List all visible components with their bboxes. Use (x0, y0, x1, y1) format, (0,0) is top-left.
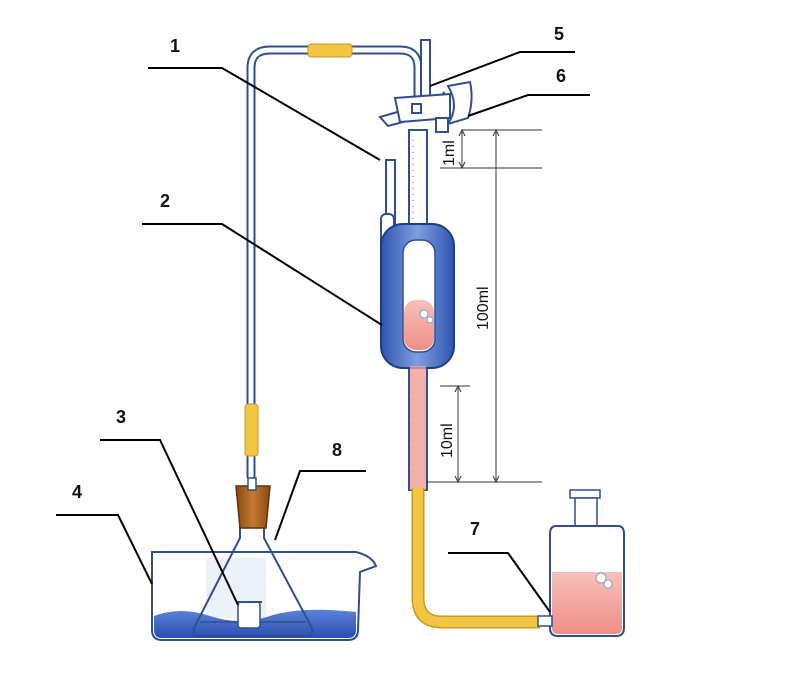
dimension-lines (426, 128, 542, 484)
sample-vial (236, 601, 262, 629)
stopcock (378, 39, 473, 133)
rubber-tube (411, 488, 540, 629)
callout-7: 7 (470, 519, 480, 539)
dim-label-100ml: 100ml (475, 286, 492, 330)
callout-8: 8 (332, 440, 342, 460)
callout-leaders (56, 51, 590, 613)
dim-label-1ml: 1ml (441, 140, 458, 166)
flask-tube-end (247, 477, 257, 491)
water-jacket (380, 223, 455, 369)
leveling-bottle (537, 489, 625, 637)
callout-1: 1 (170, 36, 180, 56)
callout-5: 5 (554, 24, 564, 44)
dim-label-10ml: 10ml (439, 423, 456, 458)
callout-2: 2 (160, 191, 170, 211)
rubber-connector-left (244, 403, 259, 457)
burette-lower-liquid (410, 366, 426, 488)
callout-6: 6 (556, 66, 566, 86)
rubber-connector-top (307, 43, 353, 58)
callout-4: 4 (72, 482, 82, 502)
water-bath (151, 551, 378, 641)
callout-3: 3 (116, 407, 126, 427)
cork-stopper (235, 485, 271, 529)
